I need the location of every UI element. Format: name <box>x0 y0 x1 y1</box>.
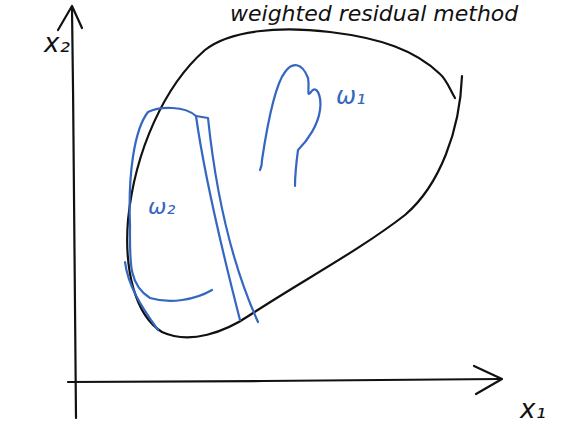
subdomain-label: ω₂ <box>148 196 175 218</box>
title-note: weighted residual method <box>230 3 518 25</box>
x1-axis <box>68 379 500 382</box>
w2-tick <box>125 262 158 330</box>
w2-left-edge <box>196 116 240 320</box>
w1-left-tail <box>260 160 262 170</box>
subdomain-label: ω₁ <box>336 84 366 108</box>
w2-right-edge <box>196 116 258 322</box>
x1-arrowhead <box>474 366 502 394</box>
domain-outline <box>127 29 462 337</box>
x2-arrowhead <box>58 6 82 30</box>
axis-label: x₁ <box>520 396 546 422</box>
axis-label: x₂ <box>44 30 70 56</box>
w1-bump <box>262 65 320 186</box>
x2-axis <box>72 8 76 418</box>
